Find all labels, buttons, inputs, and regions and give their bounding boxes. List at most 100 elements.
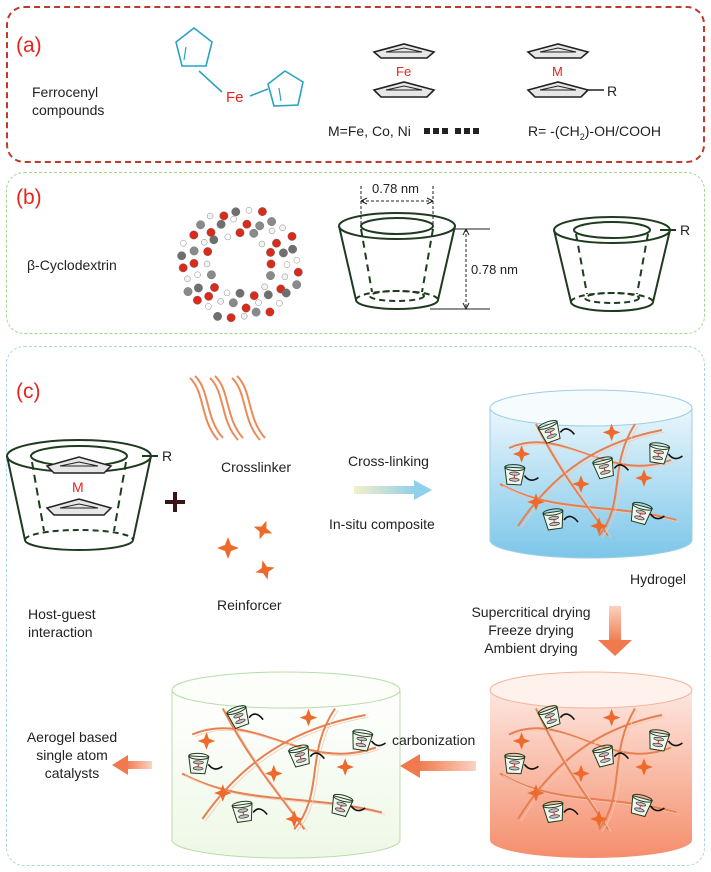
hydrogel-network — [499, 418, 683, 538]
cyclodextrin-title: β-Cyclodextrin — [27, 257, 117, 273]
aerogel-line1: Aerogel based — [26, 729, 118, 745]
atom — [178, 263, 188, 273]
fe-symbol-sandwich: Fe — [396, 64, 412, 79]
fiber — [517, 429, 663, 527]
metals-ellipsis-squares — [424, 128, 479, 134]
crosslinker-label: Crosslinker — [221, 459, 292, 475]
reinforcer-stars — [217, 517, 278, 583]
linker — [523, 475, 539, 481]
linker — [667, 740, 683, 747]
dried-gel-cylinder — [489, 671, 693, 858]
linker — [613, 464, 630, 471]
atom — [184, 275, 191, 282]
m-symbol-host: M — [72, 479, 84, 495]
atom — [281, 288, 291, 298]
atom — [255, 299, 262, 306]
atom — [245, 207, 253, 214]
fiber — [598, 707, 636, 830]
atom — [216, 219, 226, 229]
host-guest-metallocene — [45, 456, 113, 516]
atom — [228, 298, 238, 308]
aerogel-line2: single atom — [36, 747, 108, 764]
atom — [226, 313, 236, 323]
atom — [206, 227, 216, 237]
fiber-highlight — [502, 485, 680, 523]
linker — [309, 752, 325, 760]
atom — [196, 220, 206, 230]
r-label-a: R — [607, 83, 618, 99]
atom — [266, 271, 275, 280]
atom — [267, 217, 276, 227]
atom — [283, 261, 291, 268]
atom — [261, 283, 268, 290]
panel-c-frame — [6, 346, 705, 866]
fiber — [499, 483, 677, 521]
hydrogel-label: Hydrogel — [630, 571, 687, 587]
atom — [287, 231, 297, 241]
linker — [563, 808, 579, 816]
metallocene-r-structure — [526, 43, 604, 98]
atom — [293, 267, 303, 277]
fiber-highlight — [296, 710, 339, 832]
atom — [193, 283, 203, 293]
linker — [370, 740, 386, 747]
linker — [667, 453, 683, 460]
dimension-side-label: 0.78 nm — [471, 262, 518, 277]
crosslinker-fibers — [189, 375, 266, 441]
atom — [263, 290, 273, 300]
atom — [257, 207, 267, 217]
plus-sign — [165, 492, 185, 512]
atom — [180, 240, 187, 247]
atom — [255, 221, 265, 231]
atom — [272, 238, 281, 248]
atom — [203, 260, 211, 268]
atom — [230, 215, 237, 223]
output-arrow — [112, 755, 152, 775]
cross-linking-arrow — [354, 480, 432, 500]
linker — [613, 752, 630, 760]
fiber — [508, 727, 672, 755]
atom — [194, 271, 201, 278]
ferrocene-sandwich-structure — [372, 43, 436, 98]
cyclodextrin-cup-dimensioned — [338, 212, 456, 310]
atom — [189, 246, 199, 256]
fiber-highlight — [184, 775, 386, 815]
atom — [278, 248, 288, 258]
atom — [266, 259, 276, 269]
atom — [276, 300, 283, 307]
atom — [266, 247, 275, 257]
atom — [249, 228, 259, 238]
drying-arrow — [598, 606, 632, 656]
carbonization-label: carbonization — [392, 732, 476, 748]
fe-symbol-tilted: Fe — [226, 89, 244, 106]
atom — [189, 230, 199, 240]
linker — [252, 808, 268, 816]
fiber — [293, 707, 336, 831]
linker — [523, 763, 539, 770]
drying-methods: Supercritical drying Freeze drying Ambie… — [456, 603, 606, 658]
atom — [265, 307, 275, 317]
ferrocene-tilted-structure — [175, 26, 304, 107]
fiber — [598, 423, 636, 537]
panel-a-label: (a) — [16, 34, 42, 57]
fiber-highlight — [601, 710, 639, 832]
atom — [293, 257, 300, 264]
atom — [281, 273, 289, 280]
r-caption-sub: 2 — [579, 131, 585, 142]
atom — [241, 303, 251, 313]
drying-method-1: Supercritical drying — [471, 604, 591, 620]
linker — [207, 763, 223, 770]
panel-a-frame — [6, 6, 705, 163]
r-label-b: R — [680, 222, 691, 238]
r-label-c: R — [162, 448, 173, 464]
atom — [235, 288, 245, 298]
host-guest-complex — [6, 439, 158, 551]
host-guest-line2: interaction — [28, 624, 93, 641]
fiber — [508, 441, 672, 467]
fiber — [191, 727, 377, 755]
atom — [209, 235, 219, 245]
fiber — [499, 772, 677, 814]
fiber — [201, 714, 366, 820]
cyclodextrin-molecular-model — [177, 207, 303, 323]
cross-linking-label: Cross-linking — [348, 453, 429, 469]
